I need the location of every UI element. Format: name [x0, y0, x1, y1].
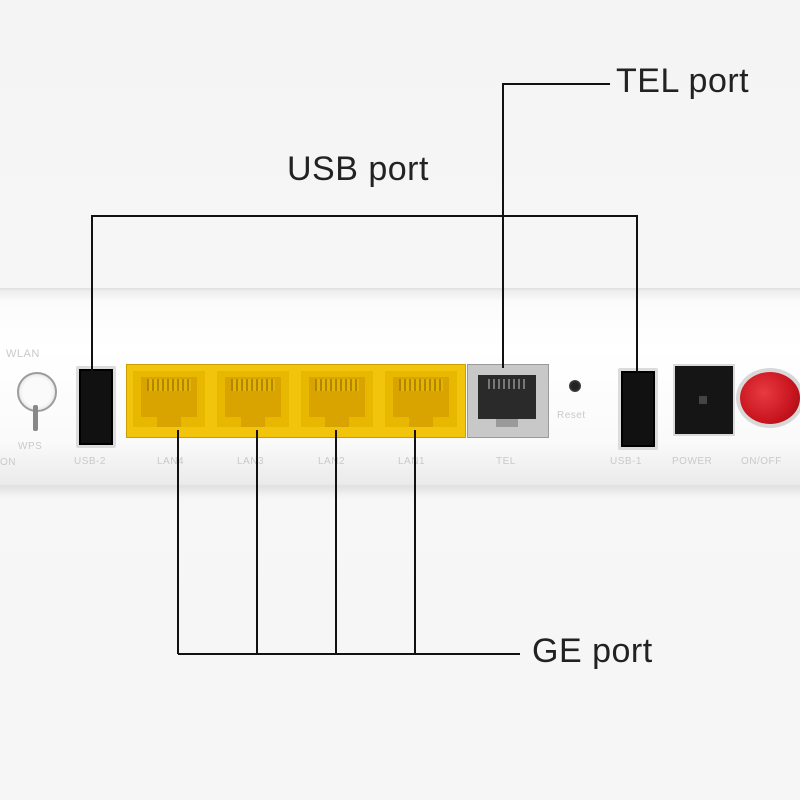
lan2-socket — [301, 371, 373, 427]
wlan-label: WLAN — [6, 348, 40, 360]
usb-1-label: USB-1 — [610, 456, 642, 467]
power-jack — [673, 364, 735, 436]
usb-leader-line — [91, 215, 638, 372]
power-label: POWER — [672, 456, 713, 467]
on-label-left: ON — [0, 457, 16, 468]
wps-button-stem — [33, 405, 38, 431]
ge-port-callout: GE port — [532, 632, 653, 670]
reset-label: Reset — [557, 410, 586, 421]
usb-2-port — [76, 366, 116, 448]
tel-port-callout: TEL port — [616, 62, 750, 100]
lan-port-block — [126, 364, 466, 438]
usb-port-callout: USB port — [287, 150, 429, 188]
usb-1-port — [618, 368, 658, 450]
on-off-label: ON/OFF — [741, 456, 782, 467]
usb-2-label: USB-2 — [74, 456, 106, 467]
wps-label: WPS — [18, 441, 43, 452]
lan4-socket — [133, 371, 205, 427]
tel-port — [467, 364, 549, 438]
lan1-socket — [385, 371, 457, 427]
lan3-label: LAN3 — [237, 456, 265, 467]
lan2-label: LAN2 — [318, 456, 346, 467]
lan3-socket — [217, 371, 289, 427]
lan4-label: LAN4 — [157, 456, 185, 467]
lan1-label: LAN1 — [398, 456, 426, 467]
tel-leader-line — [502, 83, 610, 368]
tel-label: TEL — [496, 456, 516, 467]
reset-pinhole — [569, 380, 581, 392]
on-off-button — [740, 372, 800, 424]
